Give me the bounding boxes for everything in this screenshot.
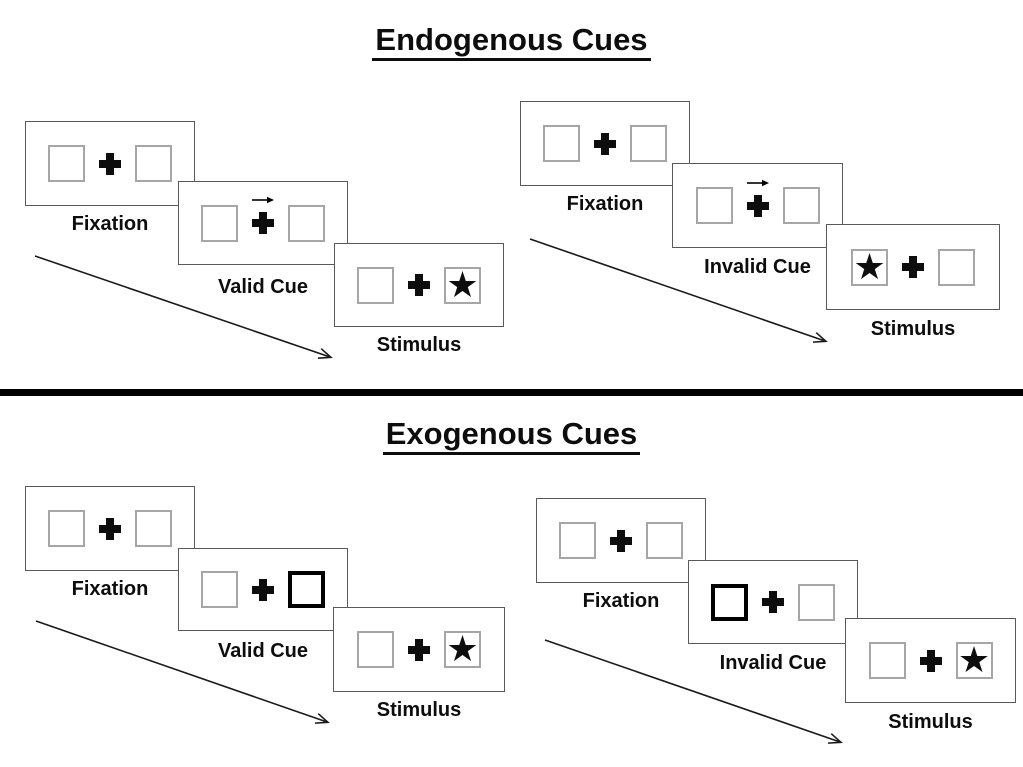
card-label: Valid Cue — [217, 640, 309, 662]
section-title-text: Endogenous Cues — [372, 22, 651, 62]
left-box-icon — [48, 145, 85, 182]
invalid-cue-card — [672, 163, 843, 248]
stimulus-card: ★ — [334, 243, 504, 327]
card-label: Fixation — [71, 213, 149, 235]
left-box-icon — [868, 642, 906, 679]
star-target-icon: ★ — [444, 266, 481, 304]
card-label: Stimulus — [376, 699, 462, 721]
card-label: Stimulus — [870, 318, 956, 340]
cue-direction-arrow-icon — [746, 179, 769, 186]
fixation-cross-icon — [919, 649, 942, 672]
timeline-arrow — [529, 238, 825, 341]
fixation-cross-icon — [99, 517, 121, 540]
star-glyph: ★ — [853, 248, 886, 286]
section-title-exogenous: Exogenous Cues — [0, 416, 1023, 456]
valid-cue-card — [178, 548, 348, 631]
card-label: Fixation — [566, 193, 644, 215]
left-box-icon — [48, 510, 85, 547]
right-box-icon — [135, 145, 172, 182]
card-label: Fixation — [71, 578, 149, 600]
right-box-icon — [135, 510, 172, 547]
right-box-icon — [646, 522, 683, 559]
fixation-cross-icon — [408, 638, 430, 661]
timeline-arrow — [35, 620, 327, 722]
section-title-text: Exogenous Cues — [382, 416, 641, 456]
left-box-icon — [201, 204, 238, 242]
left-box-icon — [357, 266, 394, 304]
stimulus-card: ★ — [845, 618, 1016, 703]
fixation-cross-icon — [252, 578, 274, 601]
section-title-endogenous: Endogenous Cues — [0, 22, 1023, 62]
left-box-icon — [543, 125, 580, 162]
star-glyph: ★ — [446, 631, 479, 668]
fixation-card — [25, 121, 195, 206]
card-label: Invalid Cue — [704, 256, 811, 278]
fixation-cross-icon — [408, 274, 430, 296]
left-box-icon — [695, 187, 733, 224]
star-target-icon: ★ — [851, 248, 888, 286]
card-label: Stimulus — [376, 334, 462, 356]
left-box-icon — [357, 631, 394, 668]
fixation-card — [25, 486, 195, 571]
invalid-cue-card — [688, 560, 858, 644]
star-glyph: ★ — [446, 266, 479, 304]
right-box-icon — [938, 248, 975, 286]
fixation-cross-icon — [99, 152, 121, 175]
right-box-icon — [288, 204, 325, 242]
section-divider-line — [0, 389, 1023, 396]
right-box-icon — [630, 125, 667, 162]
left-box-icon — [201, 571, 238, 608]
cue-direction-arrow-icon — [252, 196, 274, 204]
fixation-cross-icon — [594, 132, 616, 155]
fixation-card — [520, 101, 690, 186]
left-box-icon — [559, 522, 596, 559]
stimulus-card: ★ — [826, 224, 1000, 310]
fixation-cross-icon — [610, 529, 632, 552]
valid-cue-card — [178, 181, 348, 265]
timeline-arrow — [34, 255, 330, 357]
card-label: Stimulus — [888, 711, 973, 733]
cue-highlight-box-icon — [288, 571, 325, 608]
card-label: Invalid Cue — [719, 652, 827, 674]
right-box-icon — [782, 187, 820, 224]
star-target-icon: ★ — [955, 642, 993, 679]
stimulus-card: ★ — [333, 607, 505, 692]
star-glyph: ★ — [957, 642, 991, 679]
fixation-card — [536, 498, 706, 583]
right-box-icon — [798, 583, 835, 621]
card-label: Fixation — [582, 590, 660, 612]
fixation-cross-icon — [252, 196, 274, 234]
fixation-cross-icon — [762, 591, 784, 613]
fixation-cross-icon — [746, 179, 769, 217]
cue-highlight-box-icon — [711, 583, 748, 621]
star-target-icon: ★ — [444, 631, 481, 668]
card-label: Valid Cue — [217, 276, 309, 298]
fixation-cross-icon — [902, 256, 924, 278]
